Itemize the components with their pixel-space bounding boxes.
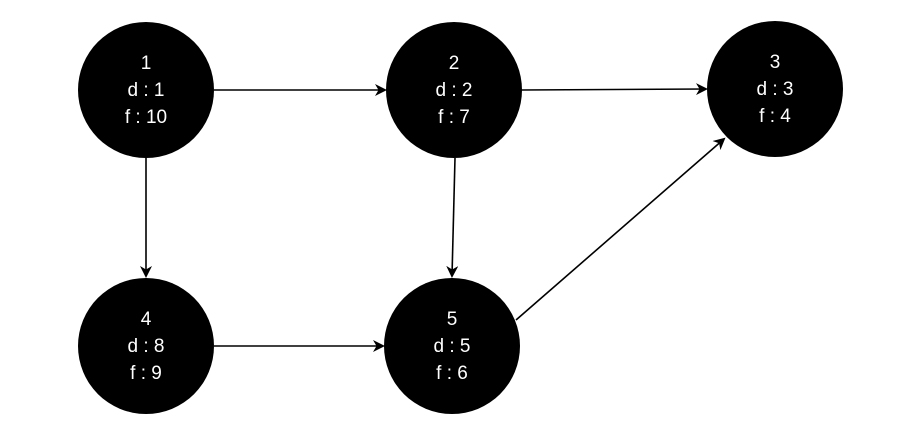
node-f-label: f : 4 [759,106,791,127]
node-3: 3 d : 3 f : 4 [707,21,843,157]
node-1: 1 d : 1 f : 10 [78,22,214,158]
node-circle [78,22,214,158]
node-id-label: 5 [447,309,458,330]
node-f-label: f : 7 [438,107,470,128]
node-d-label: d : 3 [757,79,794,100]
node-d-label: d : 5 [434,336,471,357]
node-f-label: f : 6 [436,363,468,384]
node-5: 5 d : 5 f : 6 [384,278,520,414]
node-d-label: d : 1 [128,80,165,101]
node-f-label: f : 10 [125,107,167,128]
node-circle [384,278,520,414]
node-f-label: f : 9 [130,363,162,384]
node-circle [78,278,214,414]
node-id-label: 4 [141,309,152,330]
node-2: 2 d : 2 f : 7 [386,22,522,158]
edge-2-to-3 [520,83,708,96]
node-id-label: 2 [449,53,460,74]
node-id-label: 1 [141,53,152,74]
node-circle [707,21,843,157]
edges [140,83,726,352]
node-4: 4 d : 8 f : 9 [78,278,214,414]
node-d-label: d : 2 [436,80,473,101]
node-circle [386,22,522,158]
node-id-label: 3 [770,52,781,73]
node-d-label: d : 8 [128,336,165,357]
edge-5-to-3 [515,137,726,321]
edge-2-to-5 [446,157,459,278]
